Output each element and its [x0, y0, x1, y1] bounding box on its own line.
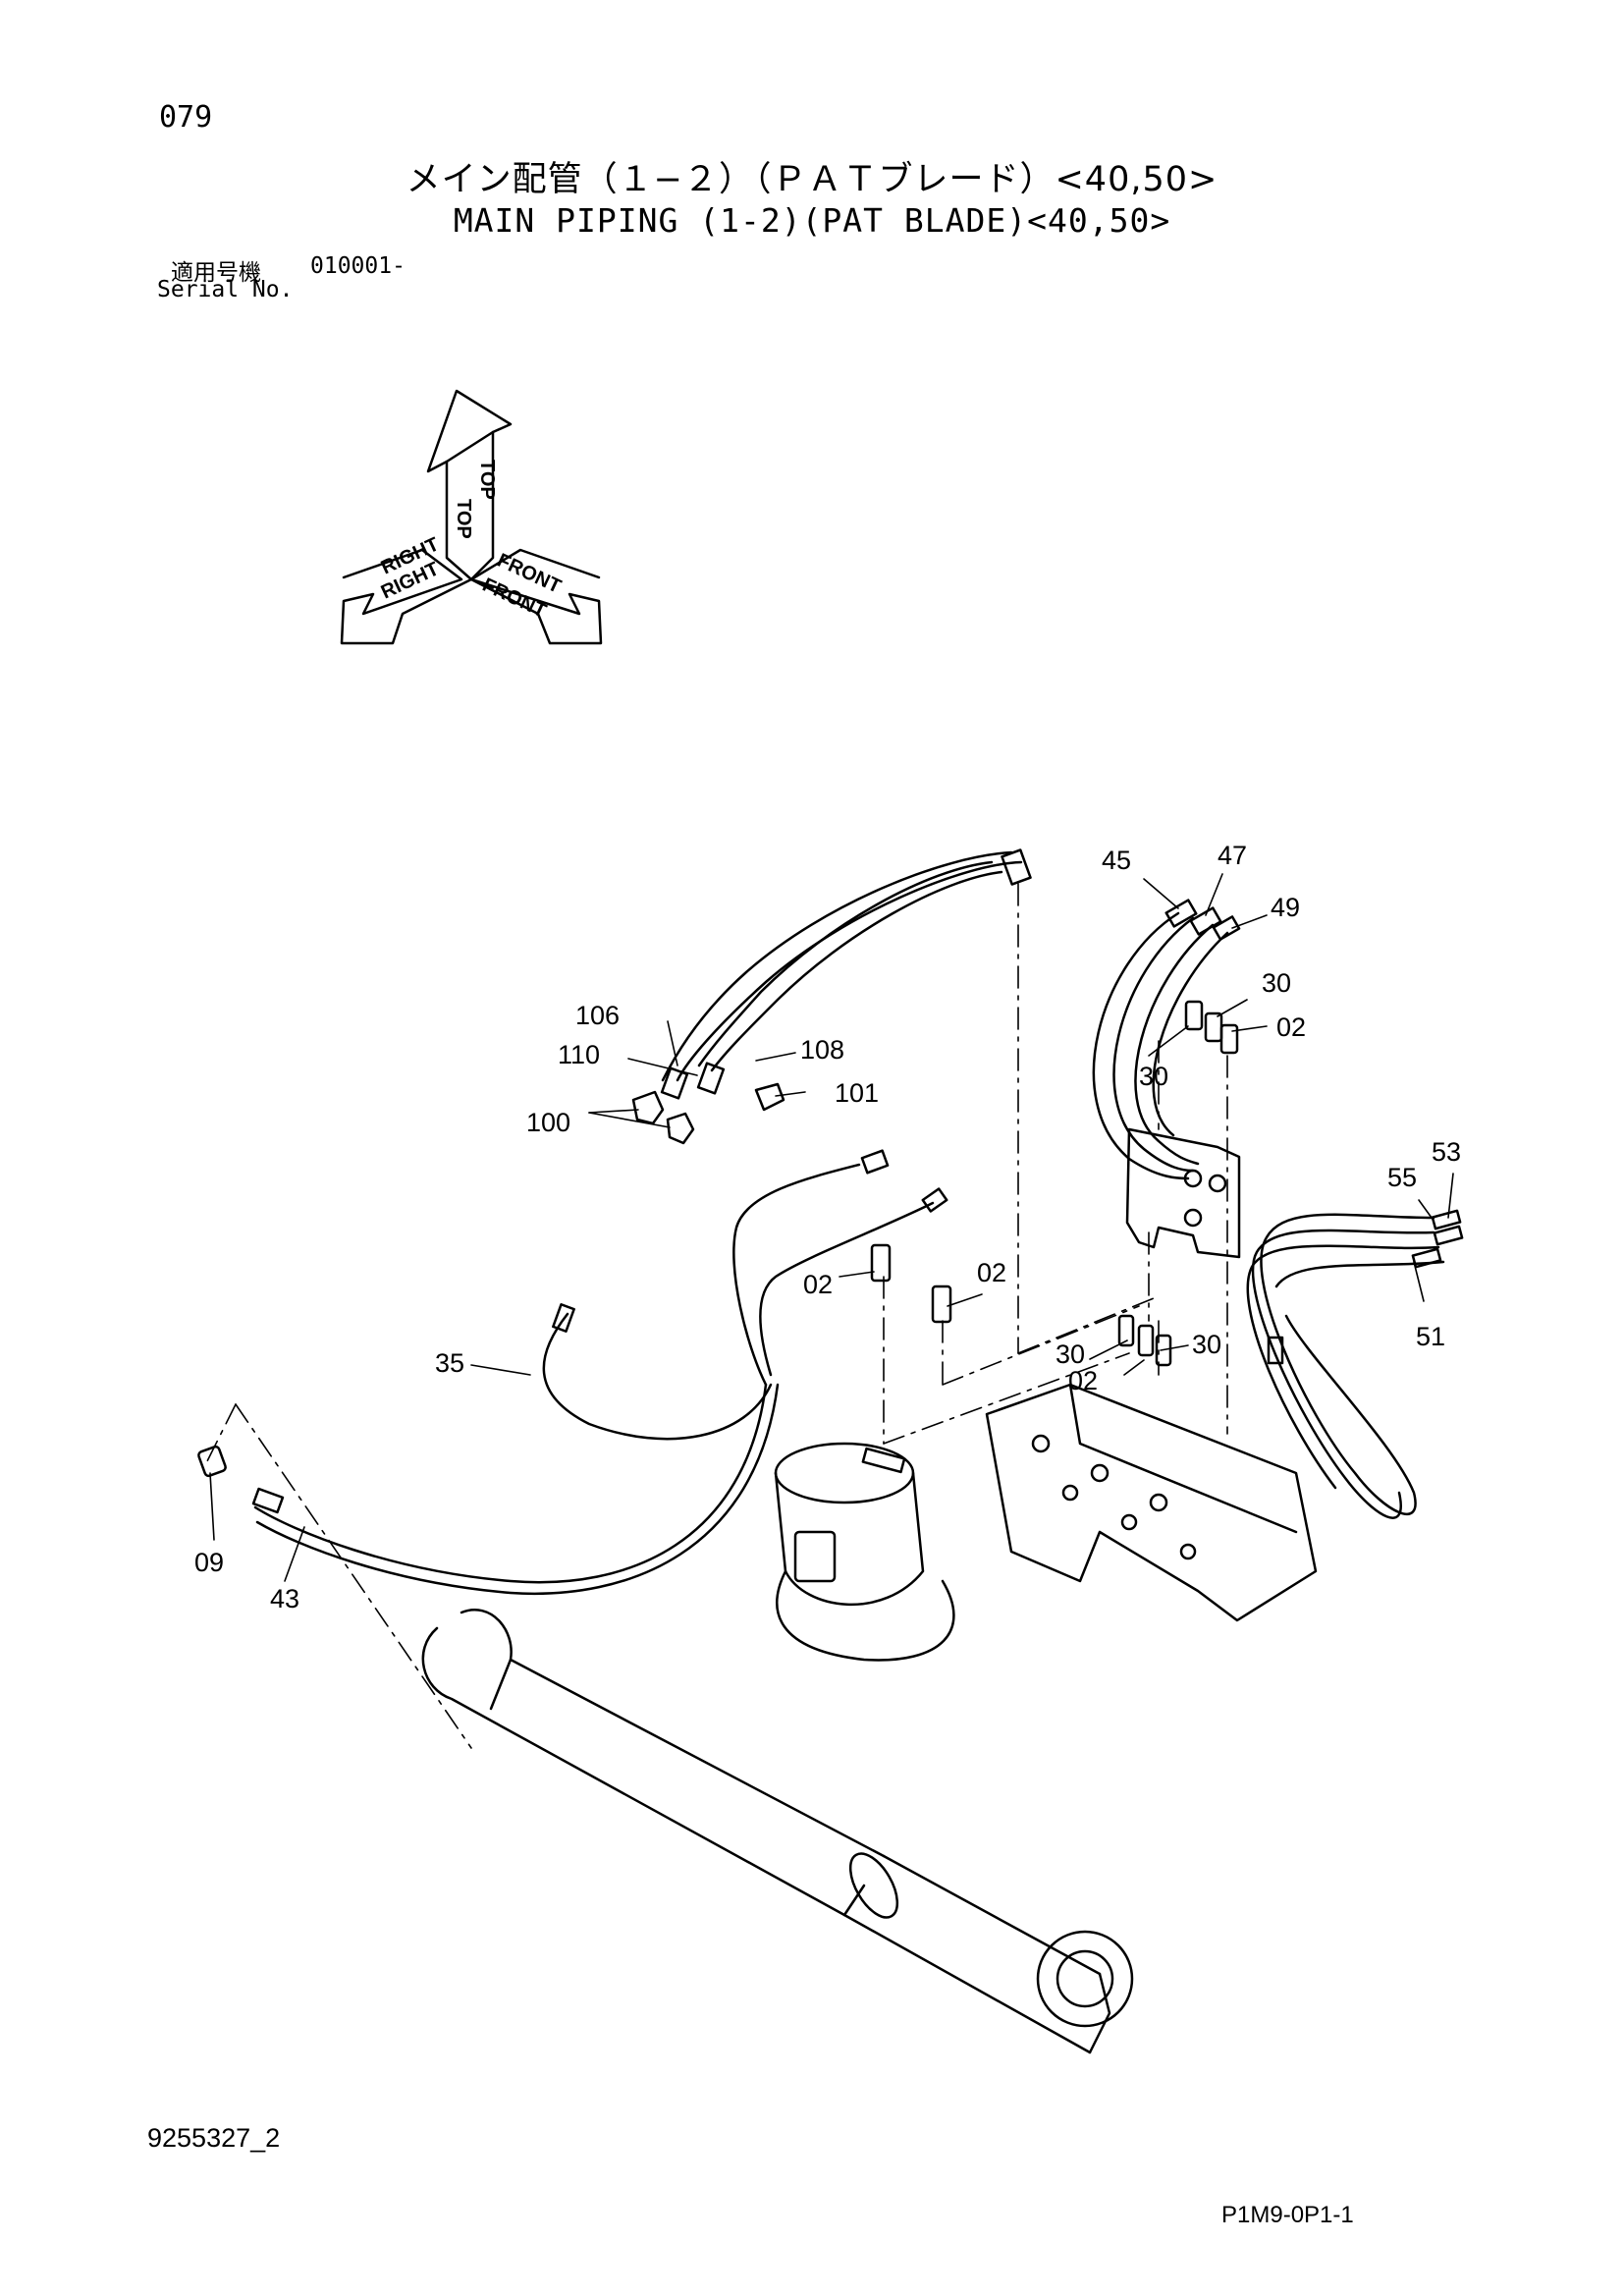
label-top-inner: TOP	[453, 499, 474, 539]
blade-cylinder	[421, 1609, 1134, 2054]
hose-43	[197, 1383, 780, 1595]
callout-108: 108	[800, 1035, 844, 1065]
upper-hose-bundle	[631, 848, 1032, 1145]
callout-02b: 02	[803, 1270, 833, 1299]
callout-02d: 02	[1068, 1366, 1098, 1395]
right-hose-loop	[1092, 899, 1241, 1259]
callout-47: 47	[1218, 841, 1247, 870]
callout-53: 53	[1432, 1137, 1461, 1167]
callout-45: 45	[1102, 846, 1131, 875]
callout-30b: 30	[1139, 1062, 1168, 1091]
callout-101: 101	[835, 1078, 879, 1108]
callout-100: 100	[526, 1108, 570, 1137]
callout-43: 43	[270, 1584, 299, 1613]
serial-label-english: Serial No.	[157, 277, 294, 302]
serial-value: 010001-	[310, 253, 406, 279]
swing-motor	[774, 1442, 955, 1662]
callout-55: 55	[1387, 1163, 1417, 1192]
callout-09: 09	[194, 1548, 224, 1577]
callout-30c: 30	[1056, 1339, 1085, 1369]
callout-106: 106	[575, 1001, 620, 1030]
callout-02a: 02	[1276, 1012, 1306, 1042]
serial-label-japanese: 適用号機	[171, 260, 261, 286]
page-number: 079	[159, 100, 213, 135]
callout-35: 35	[435, 1348, 464, 1378]
callout-49: 49	[1271, 893, 1300, 922]
orientation-indicator	[340, 389, 603, 645]
title-japanese: メイン配管（１−２）（ＰＡＴブレード）<40,50>	[406, 160, 1218, 199]
leader-lines	[209, 873, 1454, 1582]
sheet-code: P1M9-0P1-1	[1221, 2202, 1354, 2228]
callout-30a: 30	[1262, 968, 1291, 998]
far-right-hose-loop	[1246, 1209, 1464, 1519]
hose-35	[542, 1303, 773, 1441]
label-top-outer: TOP	[476, 460, 498, 500]
title-english: MAIN PIPING (1-2)(PAT BLADE)<40,50>	[453, 201, 1171, 240]
callout-51: 51	[1416, 1322, 1445, 1351]
callout-30d: 30	[1192, 1330, 1221, 1359]
middle-hoses	[732, 1149, 952, 1387]
callout-02c: 02	[977, 1258, 1006, 1287]
document-number: 9255327_2	[147, 2123, 281, 2153]
reference-lines	[205, 883, 1228, 1749]
callout-110: 110	[558, 1040, 600, 1069]
control-valve	[985, 1314, 1318, 1622]
